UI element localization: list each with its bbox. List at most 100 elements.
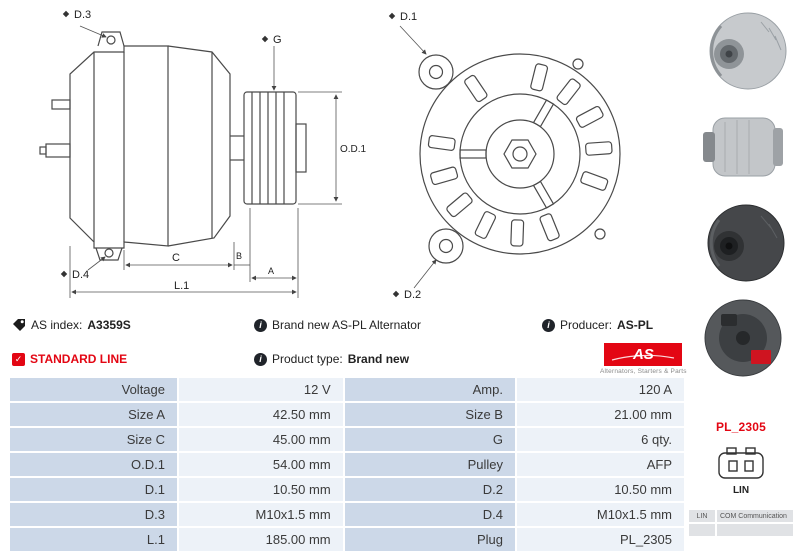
description-text: Brand new AS-PL Alternator bbox=[272, 318, 421, 332]
connector-label: LIN bbox=[732, 485, 750, 496]
spec-value: 12 V bbox=[179, 378, 343, 401]
label-d1: D.1 bbox=[400, 11, 417, 23]
legend-key-empty bbox=[689, 524, 715, 536]
spec-value: 21.00 mm bbox=[516, 403, 684, 426]
vent-slots bbox=[427, 63, 613, 247]
spec-label: Size C bbox=[10, 428, 177, 451]
standard-line: ✓ STANDARD LINE bbox=[12, 352, 254, 366]
alternator-photo-dark-icon bbox=[707, 204, 785, 282]
spec-label: D.3 bbox=[10, 503, 177, 526]
spec-row: D.1 10.50 mm D.2 10.50 mm bbox=[10, 478, 684, 501]
spec-value: 10.50 mm bbox=[516, 478, 684, 501]
front-dimension-labels: D.1 D.2 bbox=[400, 11, 421, 301]
spec-label: Pulley bbox=[344, 453, 515, 476]
producer-label: Producer: bbox=[560, 318, 613, 332]
label-b: B bbox=[236, 251, 242, 261]
lin-connector-icon bbox=[718, 447, 764, 479]
as-index: AS index: A3359S bbox=[12, 318, 254, 332]
alternator-side-diagram: D.3 G O.D.1 D.4 C B A L.1 bbox=[39, 9, 367, 298]
check-icon: ✓ bbox=[12, 352, 25, 366]
product-photo-4[interactable] bbox=[691, 292, 791, 386]
alternator-photo-front-icon bbox=[709, 12, 787, 90]
spec-value: PL_2305 bbox=[516, 528, 684, 551]
spec-label: L.1 bbox=[10, 528, 177, 551]
logo-text: AS bbox=[632, 346, 654, 363]
spec-value: M10x1.5 mm bbox=[179, 503, 343, 526]
tag-icon bbox=[13, 319, 25, 331]
alternator-photo-side-icon bbox=[703, 117, 783, 177]
plug-connector: LIN bbox=[713, 444, 769, 496]
spec-row: Size C 45.00 mm G 6 qty. bbox=[10, 428, 684, 451]
product-type-label: Product type: bbox=[272, 352, 343, 366]
info-icon: i bbox=[542, 318, 555, 332]
label-c: C bbox=[172, 252, 180, 264]
spec-label: G bbox=[344, 428, 515, 451]
label-l1: L.1 bbox=[174, 280, 189, 292]
spec-label: Size A bbox=[10, 403, 177, 426]
front-label-markers bbox=[388, 12, 400, 298]
spec-value: 45.00 mm bbox=[179, 428, 343, 451]
legend-row-empty bbox=[689, 524, 793, 536]
product-info-strip: AS index: A3359S i Brand new AS-PL Alter… bbox=[12, 318, 687, 375]
spec-row: Voltage 12 V Amp. 120 A bbox=[10, 378, 684, 401]
label-a: A bbox=[268, 266, 274, 276]
as-index-value: A3359S bbox=[87, 318, 131, 332]
spec-row: O.D.1 54.00 mm Pulley AFP bbox=[10, 453, 684, 476]
label-d2: D.2 bbox=[404, 289, 421, 301]
logo-swoosh-icon bbox=[612, 354, 675, 361]
product-photo-2[interactable] bbox=[691, 100, 791, 194]
alternator-photo-rear-icon bbox=[704, 299, 782, 377]
spec-value: 54.00 mm bbox=[179, 453, 343, 476]
spec-value: 185.00 mm bbox=[179, 528, 343, 551]
spec-label: D.2 bbox=[344, 478, 515, 501]
as-pl-logo-box: AS bbox=[604, 343, 683, 366]
product-description: i Brand new AS-PL Alternator bbox=[254, 318, 542, 332]
label-od1: O.D.1 bbox=[340, 144, 367, 155]
dimension-lines bbox=[69, 25, 342, 298]
legend-value: COM Communication bbox=[717, 510, 793, 522]
dimension-label-markers bbox=[60, 10, 269, 278]
spec-row: D.3 M10x1.5 mm D.4 M10x1.5 mm bbox=[10, 503, 684, 526]
spec-label: D.1 bbox=[10, 478, 177, 501]
product-type-value: Brand new bbox=[347, 352, 410, 366]
dimension-labels: D.3 G O.D.1 D.4 C B A L.1 bbox=[72, 9, 367, 292]
front-dimension-lines bbox=[399, 25, 437, 289]
product-photo-1[interactable] bbox=[691, 4, 791, 98]
plug-code[interactable]: PL_2305 bbox=[715, 420, 767, 434]
spec-value: 42.50 mm bbox=[179, 403, 343, 426]
as-index-label: AS index: bbox=[31, 318, 83, 332]
spec-value: 6 qty. bbox=[516, 428, 684, 451]
legend-value-empty bbox=[717, 524, 793, 536]
front-body-outline bbox=[418, 53, 621, 264]
producer-value: AS-PL bbox=[617, 318, 654, 332]
spokes bbox=[459, 99, 555, 209]
spec-row: Size A 42.50 mm Size B 21.00 mm bbox=[10, 403, 684, 426]
producer: i Producer: AS-PL bbox=[542, 318, 687, 332]
spec-label: Size B bbox=[344, 403, 515, 426]
spec-label: Voltage bbox=[10, 378, 177, 401]
pulley-outline bbox=[230, 91, 307, 205]
spec-table: Voltage 12 V Amp. 120 A Size A 42.50 mm … bbox=[8, 376, 686, 553]
product-photo-3[interactable] bbox=[691, 196, 791, 290]
legend-key: LIN bbox=[689, 510, 715, 522]
plug-legend: LIN COM Communication bbox=[689, 510, 793, 536]
legend-row: LIN COM Communication bbox=[689, 510, 793, 522]
alternator-front-diagram: D.1 D.2 bbox=[388, 11, 621, 301]
info-icon: i bbox=[254, 352, 267, 366]
spec-value: M10x1.5 mm bbox=[516, 503, 684, 526]
spec-value: AFP bbox=[516, 453, 684, 476]
spec-value: 10.50 mm bbox=[179, 478, 343, 501]
spec-label: O.D.1 bbox=[10, 453, 177, 476]
info-icon: i bbox=[254, 318, 267, 332]
mounting-ears bbox=[418, 54, 606, 264]
label-g: G bbox=[273, 34, 282, 46]
alternator-body-outline bbox=[39, 31, 231, 261]
standard-line-label: STANDARD LINE bbox=[30, 352, 128, 366]
shaft-nut bbox=[503, 139, 537, 169]
as-pl-logo: AS Alternators, Starters & Parts bbox=[600, 343, 687, 375]
spec-label: Amp. bbox=[344, 378, 515, 401]
label-d4: D.4 bbox=[72, 269, 89, 281]
spec-value: 120 A bbox=[516, 378, 684, 401]
product-gallery: PL_2305 LIN LIN COM Communication bbox=[688, 4, 794, 536]
